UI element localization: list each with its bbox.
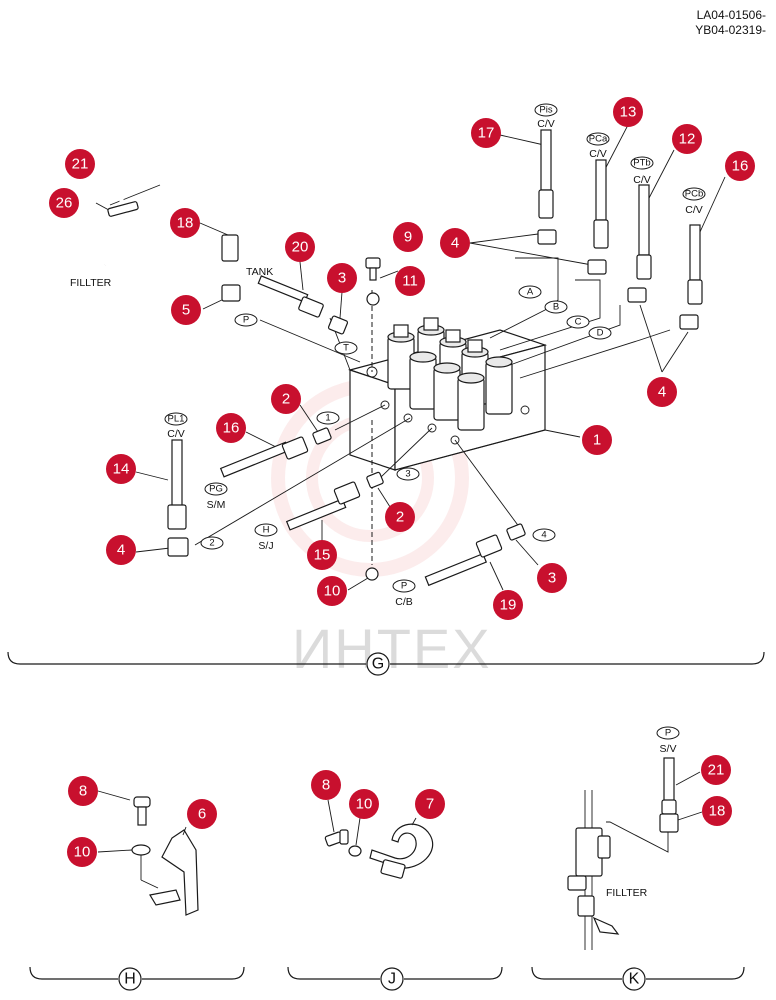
section-h: 8 6 10 H <box>29 776 245 991</box>
port-label: A <box>527 287 534 298</box>
section-j: 8 10 7 J <box>287 770 503 991</box>
callout-number: 13 <box>620 104 637 121</box>
callout-number: 8 <box>79 783 87 800</box>
callout-number: 2 <box>282 391 290 408</box>
document-code: YB04-02319- <box>695 23 766 37</box>
text-label: TANK <box>246 266 273 278</box>
callout-number: 11 <box>402 273 418 290</box>
port-label: PCb <box>685 189 703 200</box>
callout-number: 2 <box>396 509 404 526</box>
callout-number: 12 <box>679 131 696 148</box>
section-k: P S/V 21 18 FILLTER K <box>531 726 745 991</box>
callout-number: 1 <box>593 432 601 449</box>
callout-number: 18 <box>709 803 726 820</box>
leader-lines <box>95 124 726 591</box>
callout-number: 21 <box>708 762 725 779</box>
callout-number: 8 <box>322 777 330 794</box>
document-code: LA04-01506- <box>696 8 766 22</box>
callout-number: 19 <box>500 597 517 614</box>
solenoid-cartridges <box>387 317 513 431</box>
callout-number: 16 <box>223 420 240 437</box>
section-label: H <box>124 971 136 988</box>
section-g-bracket: G <box>7 651 765 676</box>
text-labels: C/V C/V C/V C/V TANK FILLTER C/V S/M S/J… <box>70 118 703 608</box>
callout-number: 4 <box>117 542 125 559</box>
callout-number: 18 <box>177 215 194 232</box>
callout-number: 10 <box>74 844 91 861</box>
callout-number: 6 <box>198 806 206 823</box>
text-label: C/V <box>537 118 555 130</box>
port-label: 4 <box>541 530 546 541</box>
callout-number: 10 <box>356 796 373 813</box>
port-markers: Pis PCa PTb PCb A B C D P T PL1 PG H P 1… <box>164 103 706 593</box>
callout-number: 21 <box>72 156 89 173</box>
port-label: PG <box>209 484 223 495</box>
text-label: S/V <box>660 743 677 755</box>
port-label: 2 <box>209 538 214 549</box>
port-label: 1 <box>325 413 330 424</box>
callout-number: 16 <box>732 158 749 175</box>
port-label: PCa <box>589 134 608 145</box>
callout-number: 3 <box>338 270 346 287</box>
port-label: PL1 <box>168 414 185 425</box>
port-label: H <box>263 525 270 536</box>
port-label: P <box>401 581 407 592</box>
text-label: S/J <box>258 540 273 552</box>
callout-number: 20 <box>292 239 309 256</box>
text-label: S/M <box>207 499 226 511</box>
port-label: PTb <box>633 158 650 169</box>
callout-number: 4 <box>658 384 666 401</box>
hoses-and-fittings <box>103 124 703 587</box>
text-label: FILLTER <box>70 277 112 289</box>
callout-number: 4 <box>451 235 459 252</box>
callout-number: 15 <box>314 547 331 564</box>
port-label: T <box>343 343 349 354</box>
section-label: G <box>372 656 384 673</box>
text-label: C/V <box>167 428 185 440</box>
text-label: C/B <box>395 596 413 608</box>
text-label: C/V <box>589 148 607 160</box>
section-label: K <box>629 971 640 988</box>
section-label: J <box>388 971 396 988</box>
port-label: 3 <box>405 469 410 480</box>
callouts: 21 26 18 20 3 9 11 5 4 17 13 12 16 4 2 1… <box>49 97 755 620</box>
callout-number: 3 <box>548 570 556 587</box>
callout-number: 14 <box>113 461 130 478</box>
callout-number: 10 <box>324 583 341 600</box>
document-codes: LA04-01506- YB04-02319- <box>695 8 766 38</box>
callout-number: 5 <box>182 302 190 319</box>
port-label: B <box>553 302 559 313</box>
callout-number: 26 <box>56 195 73 212</box>
callout-number: 17 <box>478 125 495 142</box>
port-label: Pis <box>539 105 552 116</box>
callout-number: 9 <box>404 229 412 246</box>
port-label: P <box>243 315 249 326</box>
watermark-text: ИНТЕХ <box>292 617 492 680</box>
port-label: C <box>575 317 582 328</box>
port-label: D <box>597 328 604 339</box>
text-label: FILLTER <box>606 887 648 899</box>
port-label: P <box>665 728 671 739</box>
text-label: C/V <box>633 174 651 186</box>
callout-number: 7 <box>426 796 434 813</box>
text-label: C/V <box>685 204 703 216</box>
